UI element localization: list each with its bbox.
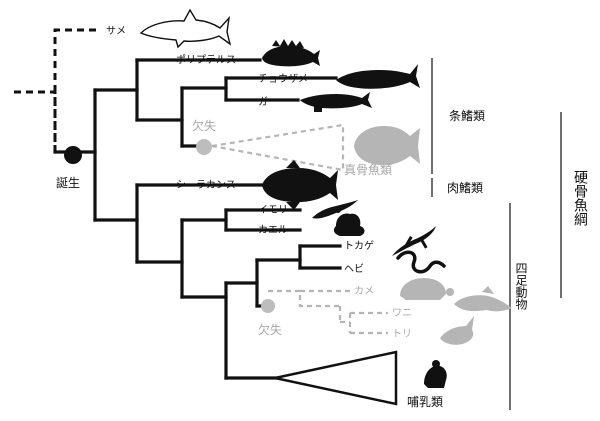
- label-coelacanth: シーラカンス: [176, 179, 236, 191]
- label-turtle: カメ: [354, 285, 374, 297]
- newt-icon: [312, 200, 358, 219]
- label-teleost-group: 真骨魚類: [344, 163, 392, 177]
- shark-icon: [139, 8, 232, 49]
- label-newt: イモリ: [258, 205, 288, 216]
- lizard-icon: [392, 226, 436, 256]
- crocodile-icon: [454, 286, 512, 312]
- root-stem: [14, 90, 57, 152]
- root-node: [64, 146, 82, 164]
- lost-branches: [211, 123, 388, 335]
- label-snake: ヘビ: [344, 263, 364, 275]
- label-missing-fish: 欠失: [192, 118, 216, 133]
- label-bony-fish: 硬骨魚綱: [572, 170, 588, 226]
- gar-icon: [300, 92, 372, 112]
- label-sturgeon: チョウザメ: [258, 73, 308, 85]
- coelacanth-icon: [262, 160, 338, 210]
- amniote-loss-node: [261, 299, 275, 313]
- label-tetrapods: 四足動物: [514, 262, 528, 310]
- snake-icon: [396, 250, 446, 274]
- label-polypterus: ポリプテルス: [176, 54, 236, 66]
- label-missing-amniote: 欠失: [258, 322, 282, 337]
- tree-edges: [14, 28, 342, 380]
- group-brackets: 条鰭類 肉鰭類 四足動物 硬骨魚綱: [431, 58, 588, 410]
- label-frog: カエル: [258, 224, 288, 236]
- sturgeon-icon: [336, 64, 420, 89]
- label-bird: トリ: [392, 329, 412, 340]
- frog-icon: [333, 213, 365, 236]
- archelosauria-node: [268, 289, 340, 308]
- label-root: 誕生: [56, 176, 80, 190]
- mouse-icon: [424, 360, 447, 388]
- turtle-icon: [400, 278, 454, 300]
- teleost-collapsed-triangle: [211, 123, 345, 172]
- polypterus-icon: [262, 39, 320, 67]
- bird-icon: [440, 316, 474, 345]
- label-mammals: 哺乳類: [407, 395, 443, 409]
- label-ray-finned: 条鰭類: [449, 109, 485, 123]
- teleost-icon: [354, 126, 420, 166]
- croc-bird-node: [340, 313, 352, 333]
- label-lizard: トカゲ: [344, 240, 374, 252]
- teleost-loss-node: [196, 139, 212, 155]
- shark-branch: [53, 28, 100, 152]
- label-gar: ガー: [258, 96, 278, 108]
- mammal-collapsed-triangle: [274, 350, 398, 406]
- label-crocodile: ワニ: [392, 308, 412, 319]
- label-shark: サメ: [106, 25, 126, 37]
- label-lobe-finned: 肉鰭類: [447, 181, 483, 195]
- taxon-labels: サメ ポリプテルス チョウザメ ガー シーラカンス イモリ カエル トカゲ ヘビ…: [56, 25, 443, 409]
